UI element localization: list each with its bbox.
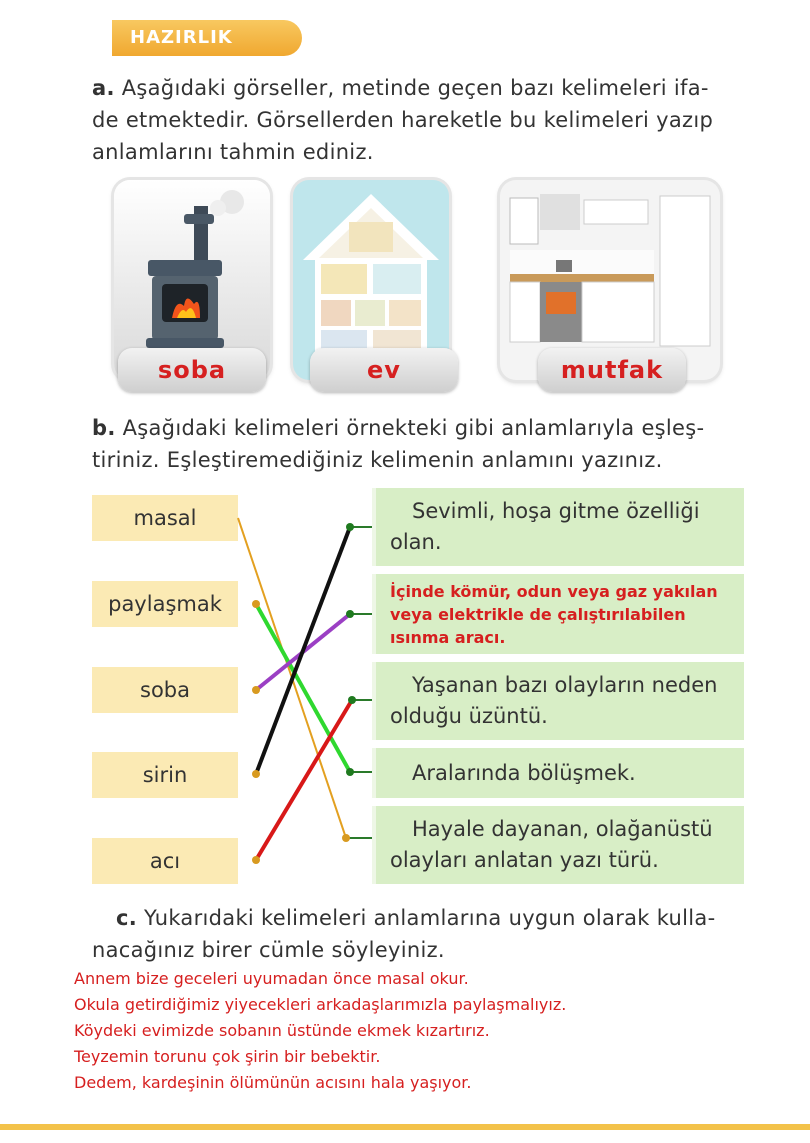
section-b-text: b. Aşağıdaki kelimeleri örnekteki gibi a… bbox=[92, 416, 705, 472]
word-box-sirin: sirin bbox=[92, 752, 238, 798]
page-bottom-rule bbox=[0, 1124, 810, 1130]
kitchen-icon bbox=[509, 194, 711, 347]
meaning-box-isinma-araci: İçinde kömür, odun veya gaz yakılan veya… bbox=[372, 574, 744, 654]
answer-text: mutfak bbox=[560, 356, 664, 384]
answer-pill-ev: ev bbox=[310, 348, 458, 392]
word-box-masal: masal bbox=[92, 495, 238, 541]
sentence-3: Köydeki evimizde sobanın üstünde ekmek k… bbox=[74, 1021, 490, 1040]
word-box-soba: soba bbox=[92, 667, 238, 713]
sentence-5: Dedem, kardeşinin ölümünün acısını hala … bbox=[74, 1073, 472, 1092]
answer-text: soba bbox=[157, 356, 227, 384]
match-line-aci bbox=[254, 698, 354, 862]
word-box-aci: acı bbox=[92, 838, 238, 884]
match-line-paylasmak bbox=[254, 603, 352, 773]
stove-image-card bbox=[114, 180, 270, 380]
section-tab: HAZIRLIK bbox=[112, 20, 302, 56]
sentence-1: Annem bize geceleri uyumadan önce masal … bbox=[74, 969, 469, 988]
answer-pill-mutfak: mutfak bbox=[538, 348, 686, 392]
meaning-box-bolusmek: Aralarında bölüşmek. bbox=[372, 748, 744, 798]
match-line-sirin bbox=[254, 526, 352, 775]
stove-icon bbox=[146, 190, 244, 364]
section-c-text: c. Yukarıdaki kelimeleri anlamlarına uyg… bbox=[92, 906, 716, 962]
answer-pill-soba: soba bbox=[118, 348, 266, 392]
kitchen-image-card bbox=[500, 180, 720, 380]
sentence-2: Okula getirdiğimiz yiyecekleri arkadaşla… bbox=[74, 995, 567, 1014]
answer-text: ev bbox=[367, 356, 401, 384]
word-box-paylasmak: paylaşmak bbox=[92, 581, 238, 627]
sentence-4: Teyzemin torunu çok şirin bir bebektir. bbox=[74, 1047, 381, 1066]
section-a-text: a. Aşağıdaki görseller, metinde geçen ba… bbox=[92, 76, 714, 164]
